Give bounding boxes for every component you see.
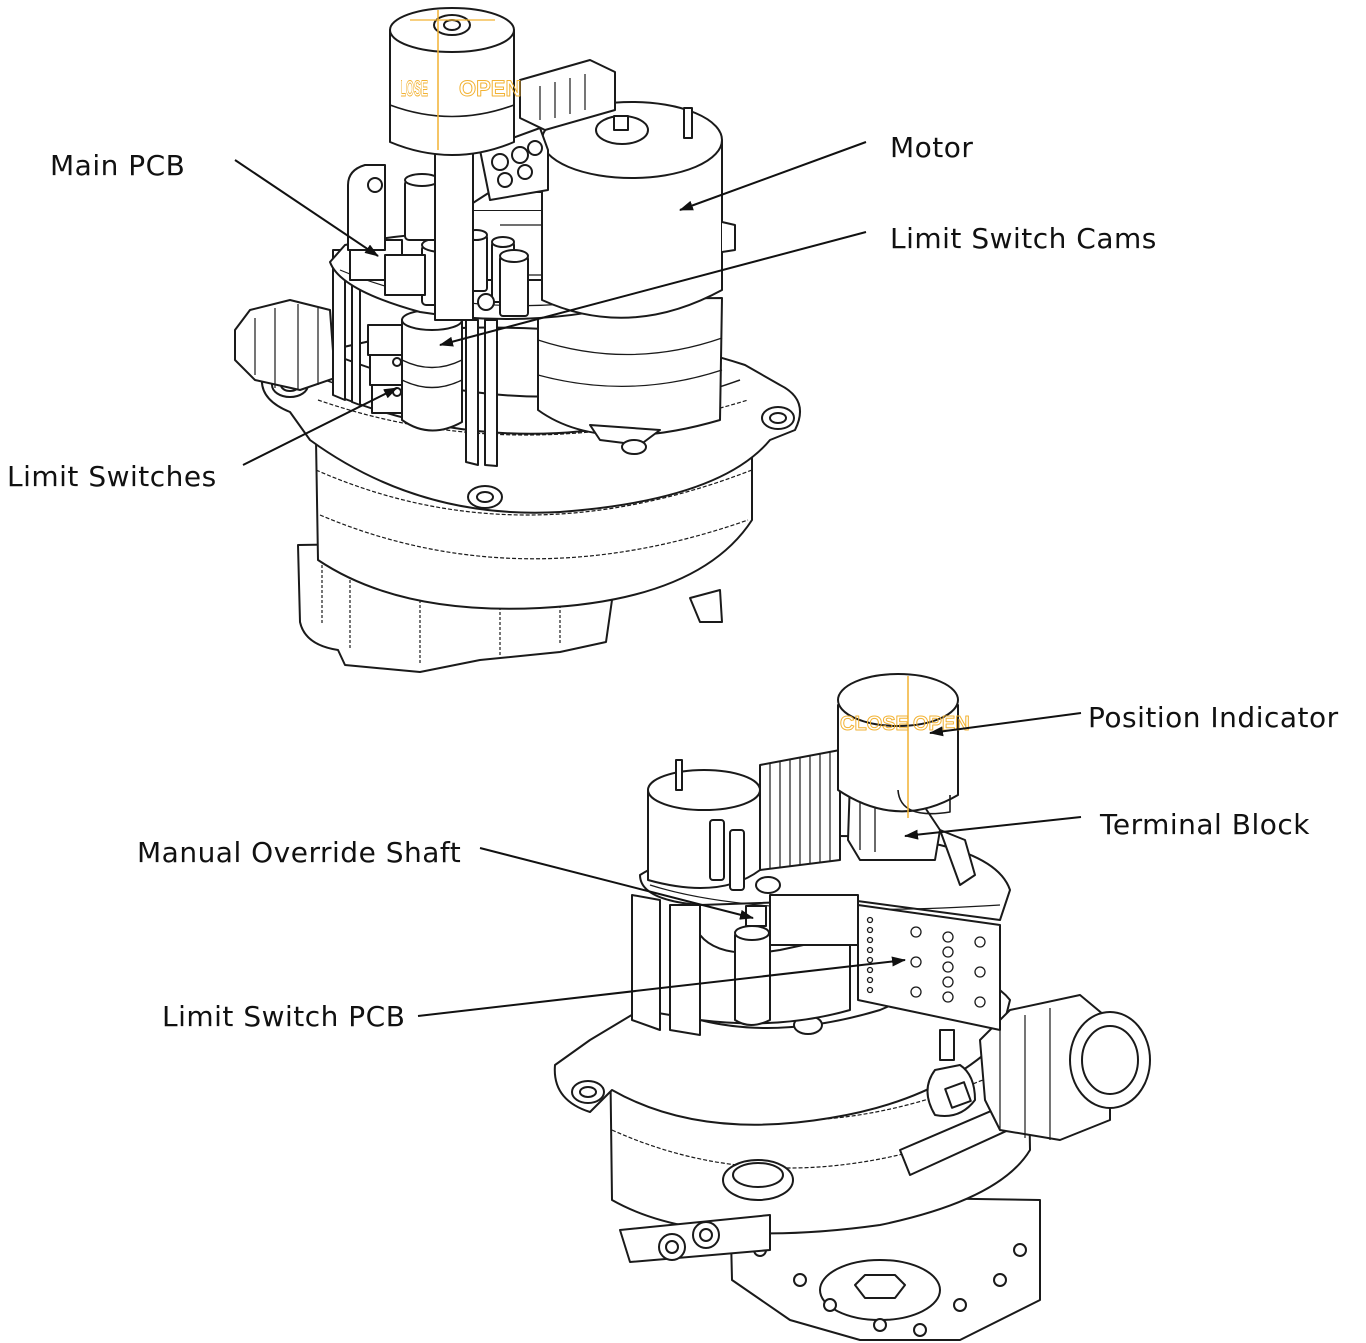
leader-limit-switches xyxy=(242,387,398,466)
leader-manual-override-shaft xyxy=(479,847,754,920)
leader-limit-switch-cams xyxy=(439,231,867,347)
callout-position-indicator: Position Indicator xyxy=(1088,701,1339,734)
leader-position-indicator xyxy=(929,712,1082,737)
bottom-limit-switch-pcb xyxy=(857,904,1001,1031)
leader-motor xyxy=(679,141,867,211)
leader-limit-switch-pcb xyxy=(417,956,906,1017)
bottom-position-indicator: CLOSE OPEN xyxy=(837,673,970,818)
leader-main-pcb xyxy=(234,159,379,257)
leader-terminal-block xyxy=(904,816,1082,840)
top-limit-switches xyxy=(367,324,413,414)
top-motor xyxy=(541,101,736,319)
top-position-indicator: CLOSE OPEN xyxy=(389,7,522,156)
top-indicator-open-text: OPEN xyxy=(459,76,521,101)
callout-terminal-block: Terminal Block xyxy=(1100,808,1310,841)
callout-main-pcb: Main PCB xyxy=(50,149,186,182)
bottom-terminal-fins xyxy=(759,749,841,871)
bottom-cable-gland xyxy=(926,994,1151,1141)
bottom-actuator: CLOSE OPEN xyxy=(553,673,1151,1341)
callout-limit-switches: Limit Switches xyxy=(7,460,217,493)
top-actuator: CLOSE OPEN xyxy=(234,7,801,673)
top-cam-stack xyxy=(401,309,463,432)
top-motor-lower xyxy=(537,297,723,455)
leader-lines xyxy=(234,141,1082,1017)
top-cable-gland xyxy=(234,299,336,391)
bottom-indicator-close-text: CLOSE xyxy=(840,713,909,735)
callout-limit-switch-cams: Limit Switch Cams xyxy=(890,222,1157,255)
callout-limit-switch-pcb: Limit Switch PCB xyxy=(162,1000,406,1033)
callout-manual-override-shaft: Manual Override Shaft xyxy=(137,836,462,869)
callout-motor: Motor xyxy=(890,131,974,164)
